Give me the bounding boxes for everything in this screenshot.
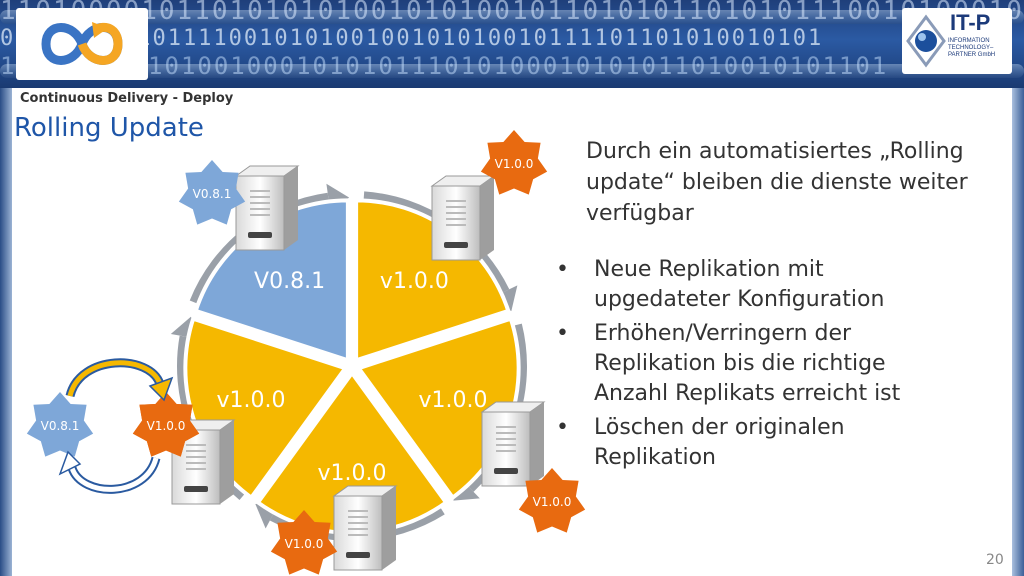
server-vent [250, 190, 270, 192]
server-vent [496, 450, 516, 452]
server-vent [348, 522, 368, 524]
page-number: 20 [986, 552, 1004, 568]
version-badge: V1.0.0 [480, 130, 548, 195]
server-vent [250, 214, 270, 216]
server-drive [248, 232, 272, 238]
server-side [284, 166, 298, 250]
side-decoration [0, 88, 12, 576]
server-vent [348, 534, 368, 536]
server-vent [446, 200, 466, 202]
slide-title: Rolling Update [14, 113, 204, 143]
server-vent [496, 426, 516, 428]
server-vent [446, 206, 466, 208]
segment-label: v1.0.0 [318, 461, 387, 486]
server-front [431, 185, 481, 261]
server-side [480, 176, 494, 260]
segment-label: v1.0.0 [419, 388, 488, 413]
server-vent [348, 516, 368, 518]
bullet-marker: • [556, 321, 569, 346]
server-front [481, 411, 531, 487]
itp-logo-subtitle: INFORMATION TECHNOLOGY– PARTNER GmbH [948, 38, 996, 58]
segment-label: v1.0.0 [216, 388, 285, 413]
server-icon [234, 165, 300, 251]
intro-text: Durch ein automatisiertes „Rolling updat… [586, 139, 968, 226]
star-badge-shape [26, 392, 94, 457]
header-banner: 1101000010110101010100101010010110101011… [0, 0, 1024, 88]
swap-arrowhead-top [148, 376, 174, 402]
binary-pattern: 1101000010110101010100101010010110101011… [0, 0, 1024, 26]
server-vent [446, 218, 466, 220]
server-vent [186, 456, 206, 458]
segment-label: v1.0.0 [380, 269, 449, 294]
star-badge-label: V1.0.0 [533, 495, 572, 509]
server-vent [186, 444, 206, 446]
old-version-badge: V0.8.1 [26, 392, 94, 457]
star-badge-label: V0.8.1 [193, 187, 232, 201]
server-group: V0.8.1V1.0.0V1.0.0V1.0.0V1.0.0 [132, 130, 586, 575]
server-vent [446, 212, 466, 214]
version-badge: V0.8.1 [178, 160, 246, 225]
server-drive [346, 552, 370, 558]
segment-label: V0.8.1 [254, 269, 325, 294]
side-decoration [1012, 88, 1024, 576]
server-side [220, 420, 234, 504]
star-badge-shape [518, 468, 586, 533]
new-version-badge: V1.0.0 [132, 392, 200, 457]
itp-logo-name: IT-P [950, 10, 991, 35]
version-badge: V1.0.0 [270, 510, 338, 575]
version-badge: V1.0.0 [518, 468, 586, 533]
server-vent [250, 208, 270, 210]
star-badge-label: V1.0.0 [147, 419, 186, 433]
server-vent [186, 462, 206, 464]
swap-arrowhead-bottom [58, 450, 82, 476]
server-icon [332, 485, 398, 571]
cable-decoration [0, 10, 1024, 24]
swap-arrow-bottom-fill [69, 457, 159, 492]
cable-decoration [0, 64, 1024, 78]
server-vent [496, 432, 516, 434]
server-drive [444, 242, 468, 248]
server-side [530, 402, 544, 486]
server-drive [184, 486, 208, 492]
server-vent [186, 450, 206, 452]
itp-logo: IT-P INFORMATION TECHNOLOGY– PARTNER Gmb… [902, 8, 1012, 74]
version-swap-cycle: V0.8.1 V1.0.0 [26, 358, 200, 494]
server-vent [250, 202, 270, 204]
server-vent [186, 468, 206, 470]
breadcrumb: Continuous Delivery - Deploy [20, 91, 234, 106]
bullet-marker: • [556, 257, 569, 282]
swap-arrow-top-fill [67, 360, 163, 397]
star-badge-label: V0.8.1 [41, 419, 80, 433]
star-badge-label: V1.0.0 [285, 537, 324, 551]
star-badge-shape [132, 392, 200, 457]
server-vent [348, 510, 368, 512]
star-badge-shape [270, 510, 338, 575]
server-vent [496, 438, 516, 440]
server-front [333, 495, 383, 571]
server-vent [348, 528, 368, 530]
star-badge-shape [178, 160, 246, 225]
server-vent [496, 444, 516, 446]
star-badge-label: V1.0.0 [495, 157, 534, 171]
bullet-marker: • [556, 415, 569, 440]
continuous-delivery-logo [16, 8, 148, 80]
server-side [382, 486, 396, 570]
server-icon [430, 175, 496, 261]
server-icon [480, 401, 546, 487]
star-badge-shape [480, 130, 548, 195]
server-drive [494, 468, 518, 474]
server-vent [250, 196, 270, 198]
server-front [235, 175, 285, 251]
server-vent [446, 224, 466, 226]
